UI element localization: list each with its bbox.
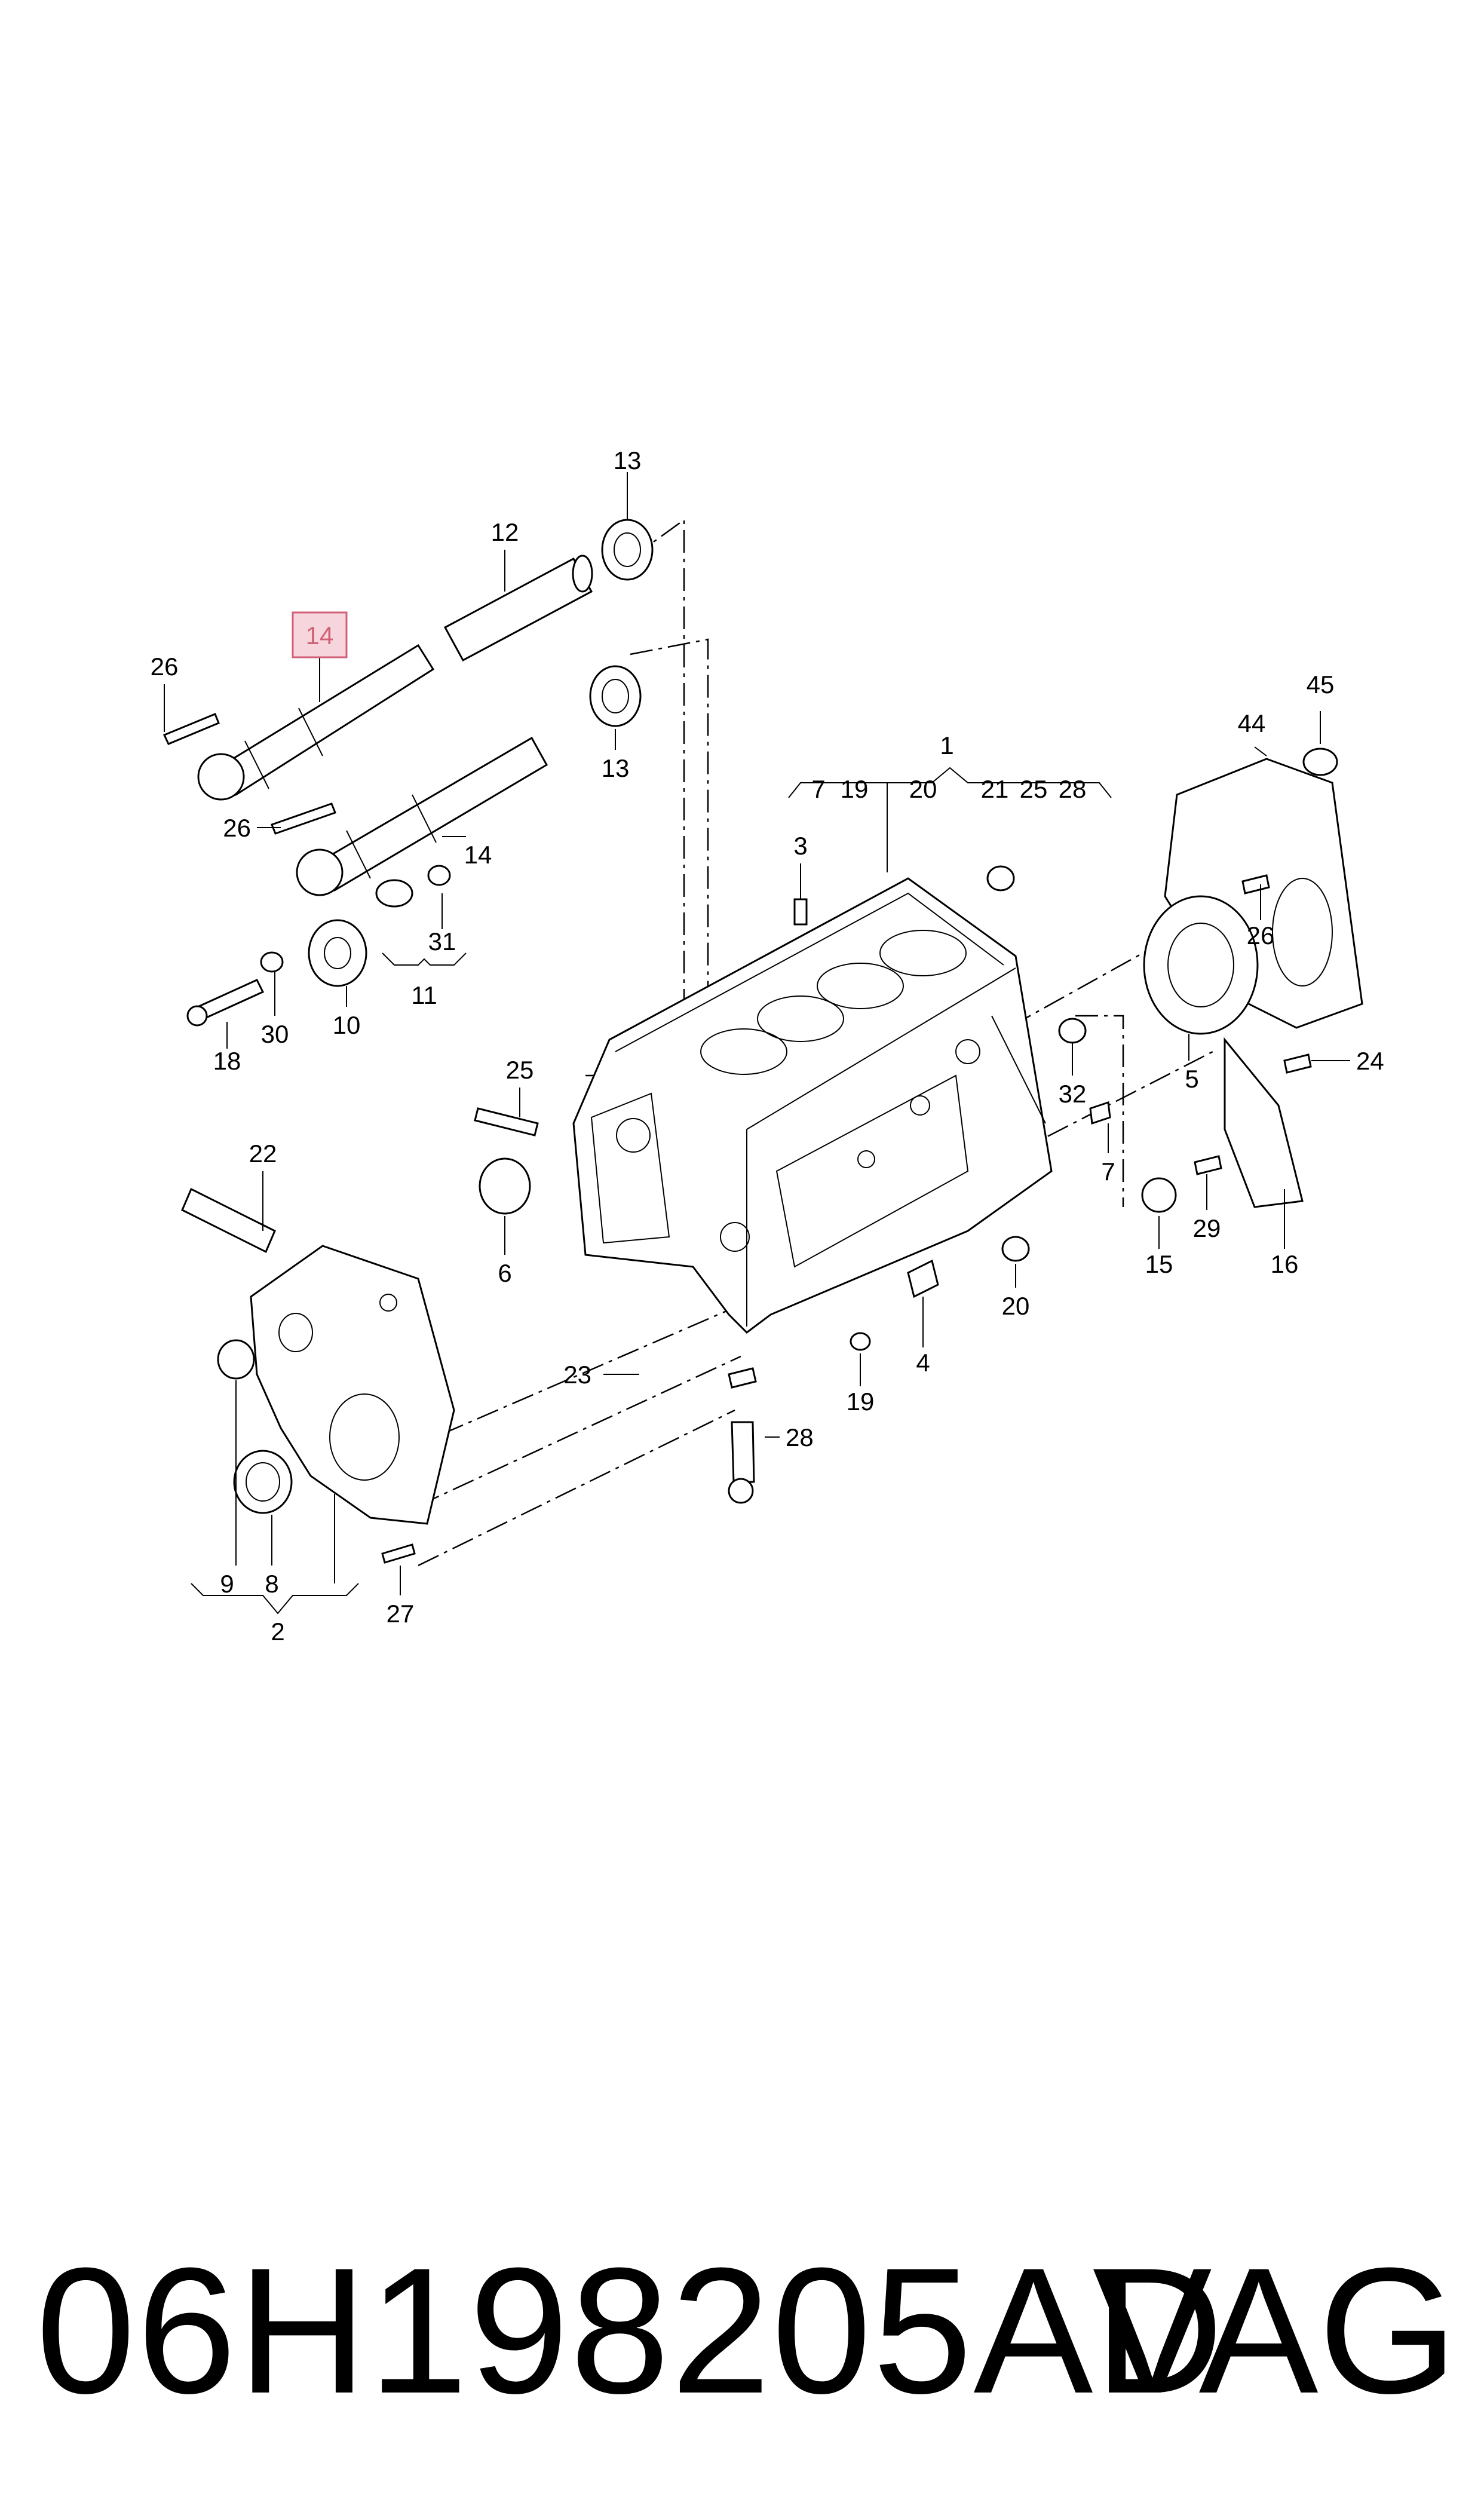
callout-14-lower: 14 <box>464 841 492 869</box>
engine-block <box>572 877 1053 1334</box>
callout-31: 31 <box>428 927 456 955</box>
callout-30: 30 <box>261 1020 289 1048</box>
callout-10: 10 <box>333 1011 361 1039</box>
callout-28: 28 <box>786 1423 814 1451</box>
footer: 06H198205AD VAG <box>36 2235 1458 2426</box>
callout-32: 32 <box>1059 1080 1087 1108</box>
callout-19: 19 <box>847 1387 875 1416</box>
exploded-parts-diagram: 1 7 19 20 21 25 28 2 3 4 5 6 7 8 9 10 11… <box>151 446 1384 1646</box>
callout-4: 4 <box>916 1349 930 1377</box>
callout-18: 18 <box>213 1047 241 1075</box>
balance-shaft-tube <box>443 555 593 662</box>
callout-labels: 1 7 19 20 21 25 28 2 3 4 5 6 7 8 9 10 11… <box>151 446 1384 1646</box>
callout-1-25: 25 <box>1020 775 1048 803</box>
callout-26-mid: 26 <box>223 814 251 842</box>
callout-2: 2 <box>271 1618 284 1646</box>
balance-shaft-upper <box>197 644 435 801</box>
callout-25: 25 <box>506 1056 534 1084</box>
part-number: 06H198205AD <box>36 2230 1225 2431</box>
callout-7: 7 <box>1101 1157 1115 1186</box>
callout-14-highlighted: 14 <box>306 621 334 650</box>
gears-and-small-parts <box>162 713 1015 1027</box>
brand-name: VAG <box>1092 2230 1458 2431</box>
callout-26-right: 26 <box>1247 921 1275 949</box>
callout-3: 3 <box>793 832 807 860</box>
callout-15: 15 <box>1145 1250 1173 1278</box>
callout-1-28: 28 <box>1059 775 1087 803</box>
balance-shaft-lower <box>296 736 548 896</box>
timing-cover <box>181 1107 757 1564</box>
callout-11: 11 <box>411 981 437 1009</box>
needle-bearings <box>589 519 654 727</box>
callout-16: 16 <box>1271 1250 1299 1278</box>
callout-8: 8 <box>265 1570 278 1598</box>
rear-seal-flange <box>850 874 1312 1351</box>
callout-1: 1 <box>940 731 953 759</box>
callout-23: 23 <box>563 1361 591 1389</box>
callout-5: 5 <box>1185 1065 1198 1093</box>
highlight-box <box>292 611 348 658</box>
callout-1-20: 20 <box>909 775 937 803</box>
callout-6: 6 <box>498 1259 511 1287</box>
callout-29: 29 <box>1193 1214 1221 1242</box>
leader-lines <box>164 472 1350 1615</box>
callout-26-top: 26 <box>151 653 179 681</box>
callout-1-7: 7 <box>811 775 825 803</box>
callout-45: 45 <box>1307 670 1335 699</box>
callout-1-21: 21 <box>981 775 1009 803</box>
callout-1-19: 19 <box>841 775 869 803</box>
callout-13-top: 13 <box>614 446 642 474</box>
callout-24: 24 <box>1356 1047 1384 1075</box>
callout-9: 9 <box>220 1570 234 1598</box>
callout-44: 44 <box>1238 709 1266 737</box>
callout-27: 27 <box>387 1600 415 1628</box>
callout-12: 12 <box>491 518 519 546</box>
callout-22: 22 <box>249 1139 277 1168</box>
callout-13-lower: 13 <box>602 754 630 782</box>
callout-20: 20 <box>1002 1292 1030 1320</box>
